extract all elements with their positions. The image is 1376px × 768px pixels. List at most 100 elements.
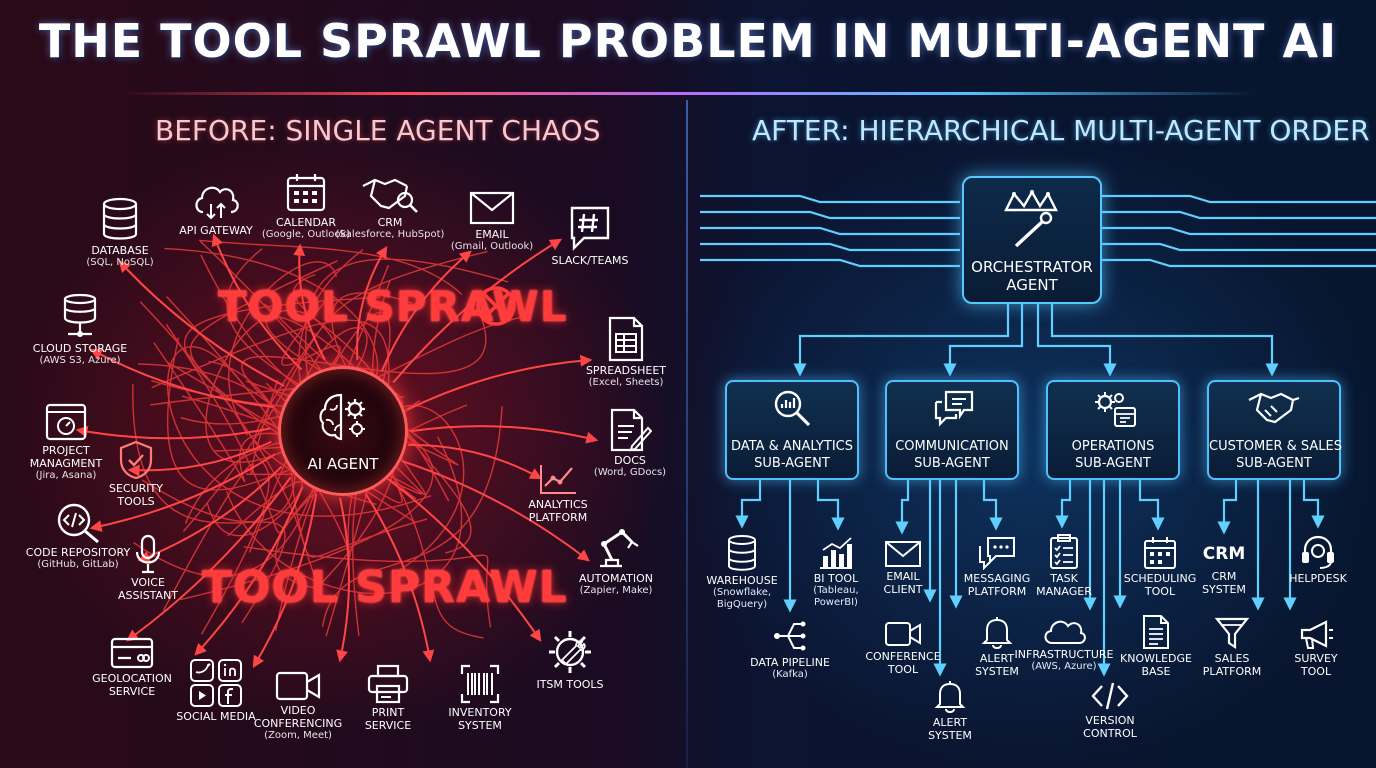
tangle-line — [243, 545, 492, 628]
tool-name: SECURITY — [109, 482, 163, 495]
no-entry-icon — [476, 286, 516, 326]
tool-email: EMAIL (Gmail, Outlook) — [422, 190, 562, 253]
tool-name-line2: PLATFORM — [528, 511, 588, 524]
tool-sprawl-label-bottom: TOOL SPRAWL — [202, 562, 568, 613]
tool-name: HELPDESK — [1289, 572, 1347, 585]
tool-name: SPREADSHEET — [585, 364, 667, 377]
social-icons — [190, 659, 242, 707]
chat-icon — [979, 537, 1015, 570]
tool-crm-system: CRM CRM SYSTEM — [1164, 540, 1284, 596]
tangle-line — [199, 240, 484, 639]
tool-name: DOCS — [614, 454, 646, 467]
tool-detail-line2: BigQuery) — [716, 599, 768, 610]
chaos-arrow — [89, 453, 276, 532]
tool-code-repository: CODE REPOSITORY (GitHub, GitLab) — [8, 502, 148, 571]
chaos-arrow — [401, 459, 590, 562]
chaos-arrow — [392, 238, 563, 384]
tangle-line — [151, 319, 390, 637]
tangle-line — [321, 406, 503, 627]
cloud-icon — [1044, 620, 1086, 644]
order-connector — [700, 242, 960, 252]
subagent-label-line2: SUB-AGENT — [754, 456, 830, 471]
tool-name: CRM — [1211, 570, 1237, 583]
tool-social-media: SOCIAL MEDIA — [146, 658, 286, 723]
tangle-line — [182, 250, 488, 532]
tangle-line — [225, 436, 463, 595]
chaos-arrow — [364, 492, 435, 663]
tool-name: DATA PIPELINE — [750, 656, 830, 669]
tool-name-line2: TOOLS — [117, 495, 155, 508]
order-connector — [1100, 226, 1376, 236]
chat-hash-icon — [570, 206, 610, 251]
tool-name-line2: SERVICE — [364, 719, 412, 732]
tool-version-control: VERSION CONTROL — [1050, 680, 1170, 740]
bell-icon — [981, 617, 1013, 649]
subagent-customer-sales: CUSTOMER & SALES SUB-AGENT — [1207, 380, 1342, 480]
tool-name-line2: MANAGER — [1036, 585, 1092, 598]
tool-database: DATABASE (SQL, NoSQL) — [50, 196, 190, 269]
chaos-arrow — [409, 425, 599, 444]
order-connector — [1036, 300, 1117, 377]
tool-name-line2: PLATFORM — [1202, 665, 1262, 678]
tool-messaging: MESSAGING PLATFORM — [937, 536, 1057, 598]
orchestrator-agent-node: ORCHESTRATOR AGENT — [962, 176, 1102, 304]
analytics-chart-icon — [540, 465, 576, 494]
after-heading: AFTER: HIERARCHICAL MULTI-AGENT ORDER — [752, 114, 1370, 147]
subagent-label: COMMUNICATION SUB-AGENT — [887, 438, 1017, 472]
tool-name-line2: TOOL — [887, 663, 919, 676]
tool-scheduling: SCHEDULING TOOL — [1100, 536, 1220, 598]
order-connector — [700, 194, 960, 204]
order-connector — [700, 226, 960, 236]
tangle-line — [241, 311, 487, 408]
crown-baton-icon — [1004, 189, 1058, 248]
video-camera-icon — [885, 622, 921, 646]
order-connector — [700, 210, 960, 220]
chaos-arrow — [211, 233, 303, 371]
tool-name: API GATEWAY — [179, 224, 253, 237]
tool-name: DATABASE — [91, 244, 149, 257]
tool-detail: (Kafka) — [772, 669, 808, 680]
tool-name: SALES — [1214, 652, 1250, 665]
spreadsheet-icon — [608, 316, 644, 362]
database-icon — [102, 197, 138, 240]
chaos-arrow — [293, 243, 326, 361]
tool-name: BI TOOL — [813, 572, 859, 585]
brain-gear-icon — [319, 393, 365, 441]
tangle-line — [228, 261, 377, 506]
subagent-label-line1: DATA & ANALYTICS — [731, 439, 853, 454]
tangle-line — [293, 273, 399, 587]
tool-name: SLACK/TEAMS — [551, 254, 629, 267]
code-brackets-icon — [1091, 682, 1129, 710]
tool-name: SOCIAL MEDIA — [176, 710, 256, 723]
project-gauge-icon — [45, 403, 87, 441]
subagent-label-line1: COMMUNICATION — [895, 439, 1009, 454]
tool-name: ANALYTICS — [528, 498, 588, 511]
video-camera-icon — [275, 671, 321, 701]
tool-survey: SURVEY TOOL — [1256, 618, 1376, 678]
gear-wrench-icon — [549, 631, 591, 673]
tool-detail-line2: PowerBI) — [814, 597, 858, 608]
tool-knowledge-base: KNOWLEDGE BASE — [1096, 614, 1216, 678]
chaos-arrow — [252, 493, 318, 669]
tool-email-client: EMAIL CLIENT — [843, 540, 963, 596]
tool-name: CODE REPOSITORY — [25, 546, 131, 559]
tool-cloud-storage: CLOUD STORAGE (AWS S3, Azure) — [10, 292, 150, 367]
tool-bi-tool: BI TOOL (Tableau, PowerBI) — [776, 536, 896, 609]
headset-icon — [1302, 535, 1334, 569]
tool-detail: (Word, GDocs) — [593, 467, 667, 478]
tangle-line — [132, 383, 286, 623]
panel-divider — [686, 100, 688, 768]
tool-automation: AUTOMATION (Zapier, Make) — [546, 522, 686, 597]
subagent-label-line2: SUB-AGENT — [914, 456, 990, 471]
tool-detail: (Salesforce, HubSpot) — [335, 229, 445, 240]
document-icon — [1143, 615, 1169, 649]
tool-name-line2: SYSTEM — [928, 729, 972, 742]
tool-name: WAREHOUSE — [706, 574, 778, 587]
calendar-icon — [1144, 537, 1176, 569]
server-icon — [63, 293, 97, 337]
order-connector — [1100, 242, 1376, 252]
tool-name: PROJECT — [42, 444, 90, 457]
ai-agent-node: AI AGENT — [278, 366, 408, 496]
barcode-icon — [460, 664, 500, 704]
order-connector — [943, 300, 1024, 377]
